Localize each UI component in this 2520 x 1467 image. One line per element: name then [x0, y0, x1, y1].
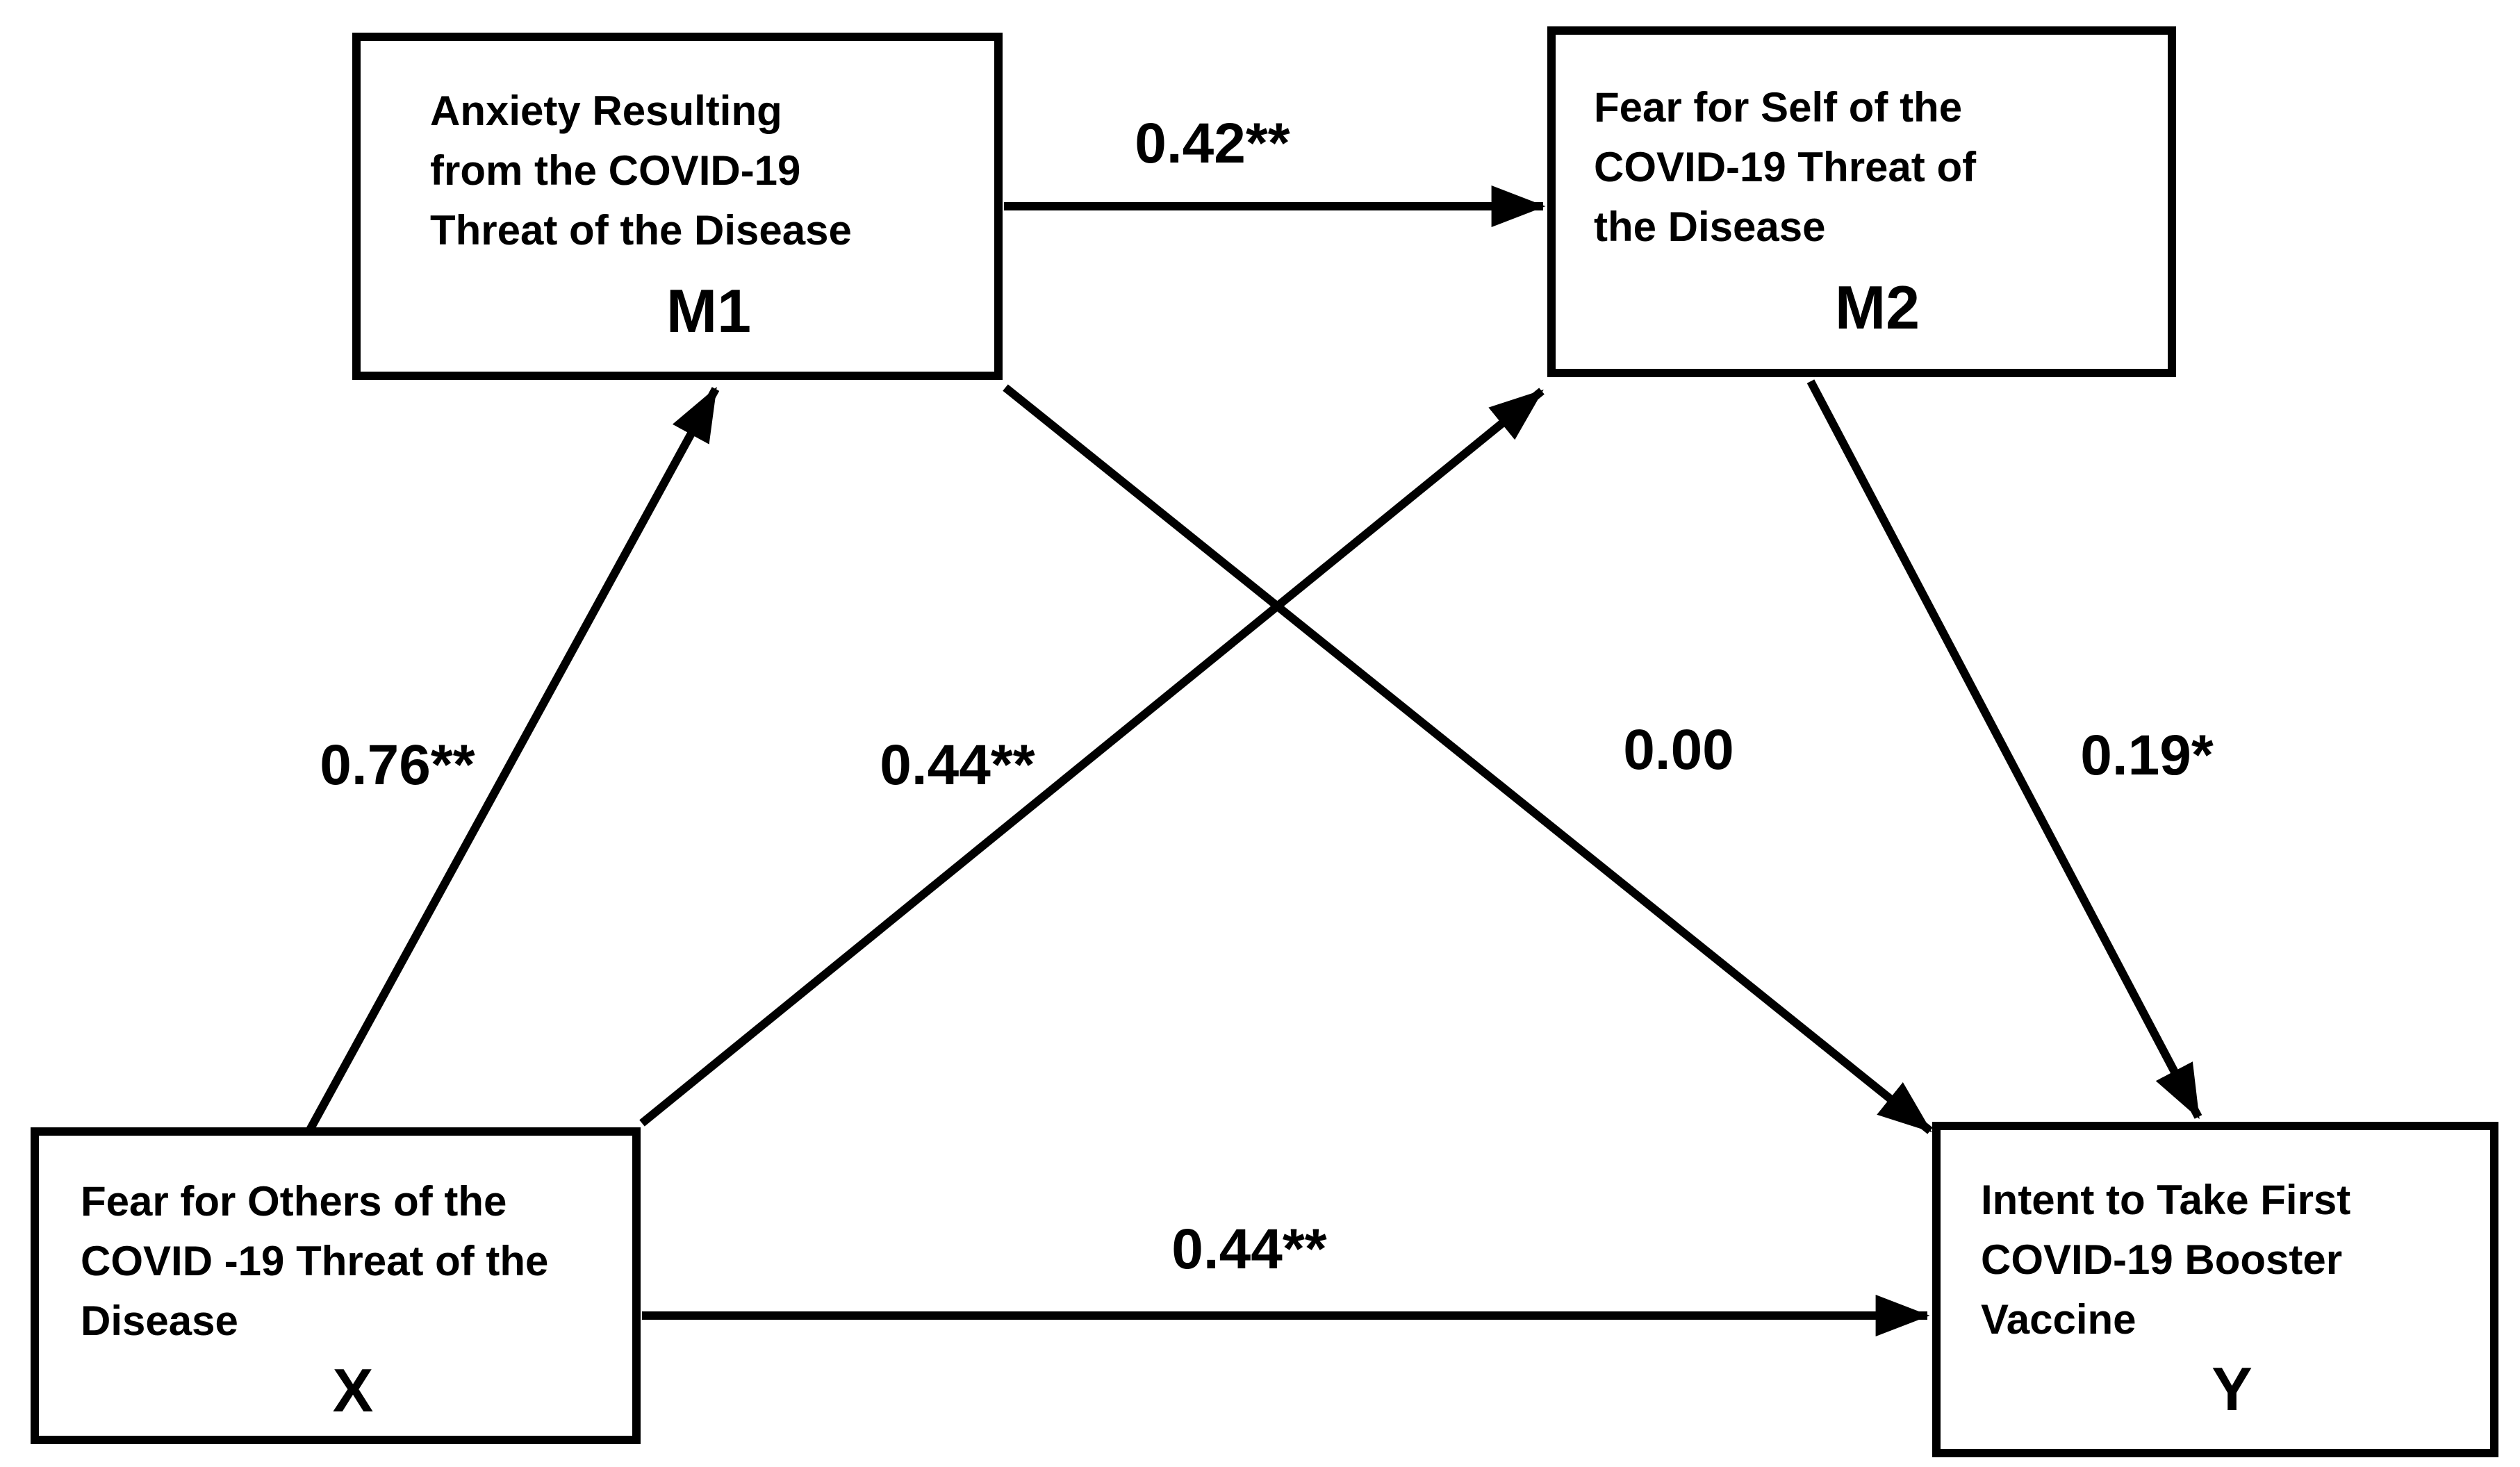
node-m1-text-line: Threat of the Disease [430, 207, 852, 254]
node-box-x: Fear for Others of the COVID -19 Threat … [31, 1127, 641, 1444]
node-box-y: Intent to Take First COVID-19 Booster Va… [1932, 1122, 2498, 1457]
node-m2-text-line: COVID-19 Threat of [1594, 144, 1977, 190]
path-coefficient-x-to-m1: 0.76** [320, 734, 475, 797]
node-m1-text-line: from the COVID-19 [430, 147, 801, 194]
node-x-text-line: Disease [81, 1298, 238, 1344]
arrow-m1-to-y [1003, 384, 1933, 1134]
node-y-text-line: Vaccine [1981, 1296, 2136, 1343]
node-y-text-line: COVID-19 Booster [1981, 1236, 2343, 1283]
node-m1-variable-label: M1 [666, 276, 752, 345]
arrow-m2-to-y [1806, 379, 2202, 1120]
node-m1-text-line: Anxiety Resulting [430, 88, 782, 134]
path-coefficient-m1-to-m2: 0.42** [1135, 112, 1290, 175]
node-m2-text-line: the Disease [1594, 204, 1826, 250]
node-x-text-line: COVID -19 Threat of the [81, 1238, 549, 1284]
node-m2-variable-label: M2 [1834, 273, 1920, 342]
path-coefficient-m2-to-y: 0.19* [2080, 724, 2214, 787]
node-m2-text-line: Fear for Self of the [1594, 84, 1963, 131]
arrow-x-to-m1 [304, 386, 720, 1136]
node-x-text-line: Fear for Others of the [81, 1178, 507, 1225]
node-y-text-line: Intent to Take First [1981, 1177, 2351, 1223]
path-coefficient-x-to-m2: 0.44** [880, 734, 1035, 797]
arrow-x-to-m2 [639, 388, 1545, 1127]
node-box-m2: Fear for Self of the COVID-19 Threat of … [1547, 26, 2176, 377]
node-x-variable-label: X [332, 1356, 374, 1425]
node-y-variable-label: Y [2212, 1354, 2253, 1423]
path-coefficient-x-to-y: 0.44** [1171, 1218, 1327, 1281]
path-coefficient-m1-to-y: 0.00 [1623, 718, 1734, 781]
node-box-m1: Anxiety Resulting from the COVID-19 Thre… [352, 33, 1003, 380]
